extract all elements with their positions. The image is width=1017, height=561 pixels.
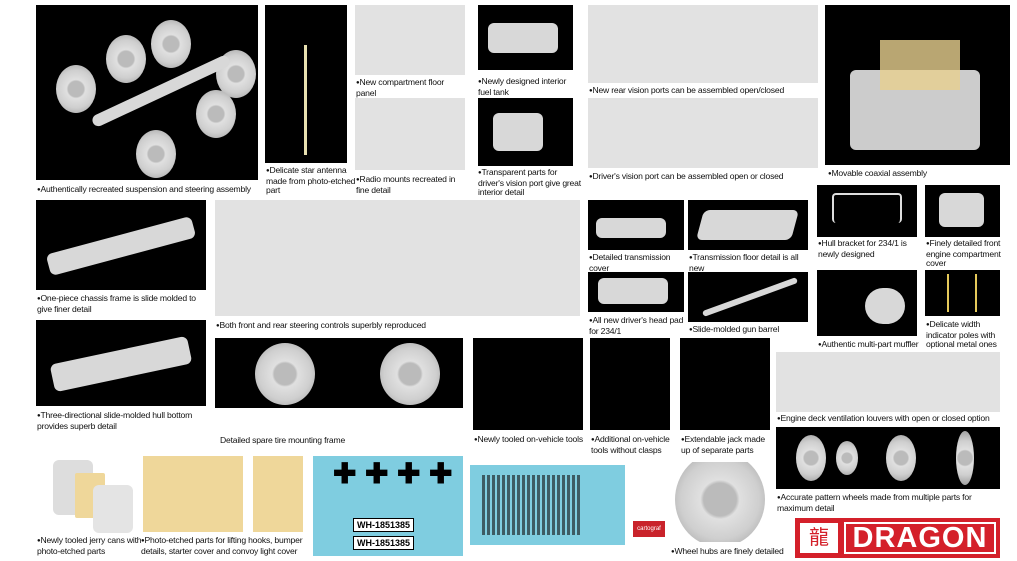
additional-tools-image [590,338,670,430]
caption-engine-cover: Finely detailed front engine compartment… [926,238,1011,269]
caption-trans-floor: Transmission floor detail is all new [689,252,809,273]
decal-sheet-2 [470,465,625,545]
spare-tire-image [215,338,463,408]
balkenkreuz-icon: ✚ [333,458,357,489]
caption-rear-ports: New rear vision ports can be assembled o… [589,85,829,97]
caption-add-tools: Additional on-vehicle tools without clas… [591,434,676,455]
transmission-cover-image [588,200,684,250]
wheel-hub-image [670,462,770,542]
transmission-floor-image [688,200,808,250]
balkenkreuz-icon: ✚ [429,458,453,489]
steering-controls-image [215,200,580,316]
caption-tools: Newly tooled on-vehicle tools [474,434,589,446]
floor-panel-image [355,5,465,75]
caption-jack: Extendable jack made up of separate part… [681,434,771,455]
brand-name: DRAGON [844,522,996,554]
caption-radio: Radio mounts recreated in fine detail [356,174,466,195]
caption-fuel-tank: Newly designed interior fuel tank [478,76,578,97]
fuel-tank-image [478,5,573,70]
caption-wheel-hubs: Wheel hubs are finely detailed [671,546,801,558]
hull-bottom-image [36,320,206,406]
hull-bracket-image [817,185,917,237]
caption-photo-etched: Photo-etched parts for lifting hooks, bu… [141,535,316,556]
caption-transparent: Transparent parts for driver's vision po… [478,167,583,198]
license-plate-2: WH-1851385 [353,536,415,550]
caption-width-poles: Delicate width indicator poles with opti… [926,319,1011,350]
caption-hull-bottom: Three-directional slide-molded hull bott… [37,410,212,431]
license-plate-1: WH-1851385 [353,518,415,532]
balkenkreuz-icon: ✚ [365,458,389,489]
wheels-image [776,427,1000,489]
caption-suspension: Authentically recreated suspension and s… [37,184,267,196]
balkenkreuz-icon: ✚ [397,458,421,489]
caption-antenna: Delicate star antenna made from photo-et… [266,165,356,196]
transparent-parts-image [478,98,573,166]
caption-hull-bracket: Hull bracket for 234/1 is newly designed [818,238,918,259]
dragon-logo: 龍 DRAGON [795,518,1000,558]
caption-chassis: One-piece chassis frame is slide molded … [37,293,212,314]
gun-barrel-image [688,272,808,322]
jerry-cans-image [45,445,140,533]
antenna-image [265,5,347,163]
engine-deck-image [776,352,1000,412]
caption-trans-cover: Detailed transmission cover [589,252,685,273]
caption-steering: Both front and rear steering controls su… [216,320,516,332]
rear-vision-ports-image [588,5,818,83]
cartograf-logo: cartograf [633,521,665,537]
caption-muffler: Authentic multi-part muffler [818,339,923,351]
chassis-frame-image [36,200,206,290]
caption-driver-port: Driver's vision port can be assembled op… [589,171,829,183]
caption-gun-barrel: Slide-molded gun barrel [689,324,809,336]
radio-mounts-image [355,98,465,170]
caption-wheels: Accurate pattern wheels made from multip… [777,492,997,513]
caption-floor-panel: New compartment floor panel [356,77,466,98]
suspension-image [36,5,258,180]
caption-jerry-cans: Newly tooled jerry cans with photo-etche… [37,535,142,556]
tools-image [473,338,583,430]
photo-etched-sheet-1 [143,456,243,532]
caption-engine-deck: Engine deck ventilation louvers with ope… [777,413,1012,425]
dragon-emblem-icon: 龍 [798,521,840,555]
caption-coaxial: Movable coaxial assembly [828,168,1008,180]
driver-vision-port-image [588,98,818,168]
decal-sheet-1: ✚ ✚ ✚ ✚ WH-1851385 WH-1851385 [313,456,463,556]
muffler-image [817,270,917,336]
head-pad-image [588,272,684,312]
coaxial-image [825,5,1010,165]
engine-cover-image [925,185,1000,237]
caption-spare-tire: Detailed spare tire mounting frame [220,435,346,445]
width-poles-image [925,270,1000,316]
photo-etched-sheet-2 [253,456,303,532]
jack-image [680,338,770,430]
caption-head-pad: All new driver's head pad for 234/1 [589,315,685,336]
